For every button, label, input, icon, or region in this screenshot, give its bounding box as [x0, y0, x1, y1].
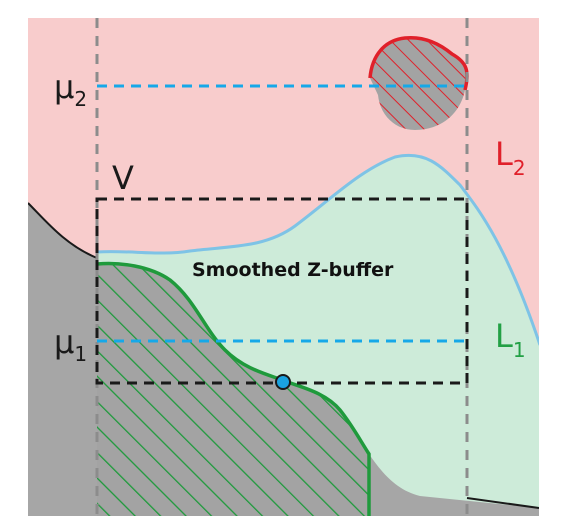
right-ground-edge — [466, 497, 540, 509]
left-margin — [0, 0, 28, 526]
left-occluder-edge — [27, 202, 98, 259]
bottom-margin — [0, 516, 563, 526]
smoothed-z-buffer-edge — [96, 153, 542, 346]
red-hatched-object — [370, 37, 468, 130]
v-label: V — [112, 159, 134, 197]
right-ground — [369, 454, 539, 516]
green-hatched-object — [97, 263, 369, 516]
mu2-label: μ2 — [54, 68, 87, 111]
contact-point — [275, 374, 291, 390]
right-margin — [539, 0, 563, 526]
caption-label: Smoothed Z-buffer — [192, 259, 394, 281]
red-object-edge — [368, 35, 469, 91]
green-object-edge — [96, 261, 371, 516]
top-margin — [0, 0, 563, 18]
l1-label: L1 — [495, 317, 526, 362]
l2-label: L2 — [495, 135, 526, 180]
left-occluder — [28, 203, 97, 516]
mu1-label: μ1 — [54, 323, 87, 366]
